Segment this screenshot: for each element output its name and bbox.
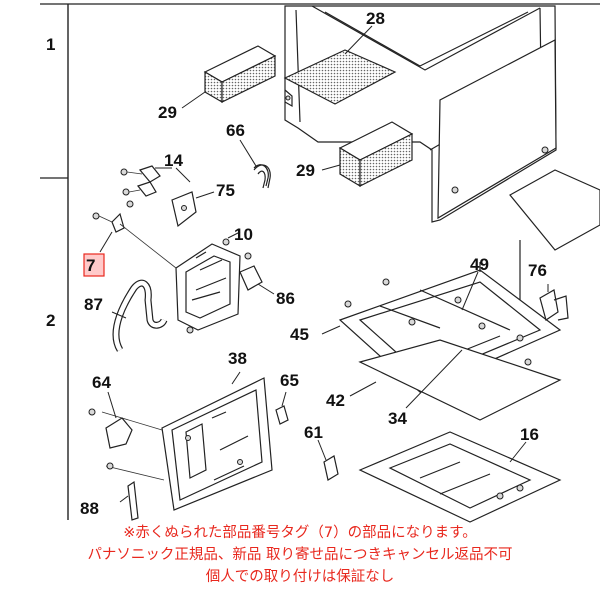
part-number-66: 66 [226,121,245,140]
part-34-lead [405,349,463,409]
part-number-88: 88 [80,499,99,518]
part-number-42: 42 [326,391,345,410]
part-76-bracket [539,284,569,321]
part-number-10: 10 [234,225,253,244]
part-number-29-right: 29 [296,161,315,180]
part-number-38: 38 [228,349,247,368]
part-number-76: 76 [528,261,547,280]
part-75-bracket [171,191,215,228]
part-16-cover [358,431,562,523]
part-number-14: 14 [164,151,183,170]
part-61-clip [317,439,339,481]
part-7-clip [92,212,177,269]
part-10-module [175,231,252,334]
part-86-clip [239,265,275,295]
part-number-16: 16 [520,425,539,444]
part-14-screws [120,165,191,208]
part-88-part [106,462,139,521]
notes-block: ※赤くぬられた部品番号タグ（7）の部品になります。 パナソニック正規品、新品 取… [0,522,600,588]
part-number-61: 61 [304,423,323,442]
part-49-lead [461,271,479,311]
part-number-7-highlighted: 7 [86,256,95,275]
part-number-45: 45 [290,325,309,344]
part-66-tube [239,139,271,189]
part-number-29-left: 29 [158,103,177,122]
part-38-panel [101,371,273,511]
part-number-49: 49 [470,255,489,274]
part-number-28: 28 [366,9,385,28]
part-65-clip [275,391,289,425]
part-number-64: 64 [92,373,111,392]
part-number-34: 34 [388,409,407,428]
part-87-hose [111,279,168,352]
part-number-86: 86 [276,289,295,308]
oven-cabinet [284,5,600,251]
part-29-insulation-right [321,121,414,188]
part-number-87: 87 [84,295,103,314]
part-42-plate [349,339,562,421]
part-number-65: 65 [280,371,299,390]
highlighted-tag-box [83,253,105,277]
part-29-insulation-left [181,45,277,109]
row-label-1: 1 [46,35,55,54]
row-label-2: 2 [46,311,55,330]
note-line-1: ※赤くぬられた部品番号タグ（7）の部品になります。 [123,525,477,541]
note-line-3: 個人での取り付けは保証なし [205,569,395,585]
part-64-bracket [88,391,133,449]
note-line-2: パナソニック正規品、新品 取り寄せ品につきキャンセル返品不可 [87,547,513,563]
part-number-75: 75 [216,181,235,200]
part-28-insulation [283,25,397,105]
